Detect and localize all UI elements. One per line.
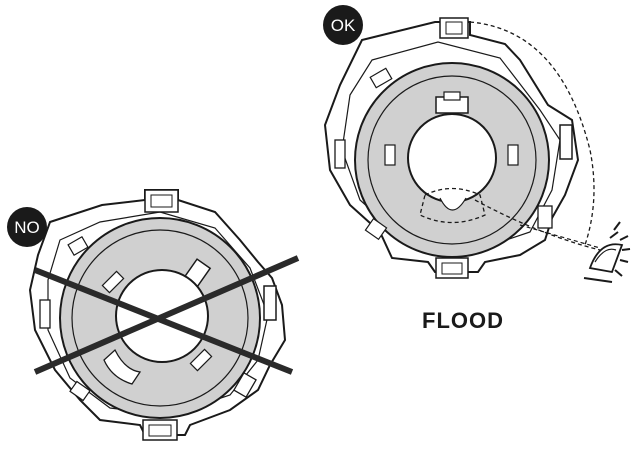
ring-ok-dashed-notch [419,187,486,224]
ring-ok-figure [323,17,601,279]
ok-badge-label: OK [331,16,356,35]
flood-caption: FLOOD [422,308,504,333]
prohibited-cross-icon [33,255,300,375]
ring-ok-right-clip [559,124,573,160]
no-badge-label: NO [14,218,40,237]
flood-beam-icon [583,221,631,283]
ring-ok-right-pin [507,144,519,166]
ok-badge: OK [323,5,363,45]
ring-ok-rotation-guide [469,21,595,246]
ring-ok-left-pin [384,144,396,166]
ring-ok-disc-inner-rim [367,75,537,245]
ring-no-disc-inner-rim [71,229,249,407]
ring-ok-center-hole [407,113,497,203]
ring-no-figure [28,189,287,441]
no-badge: NO [7,207,47,247]
